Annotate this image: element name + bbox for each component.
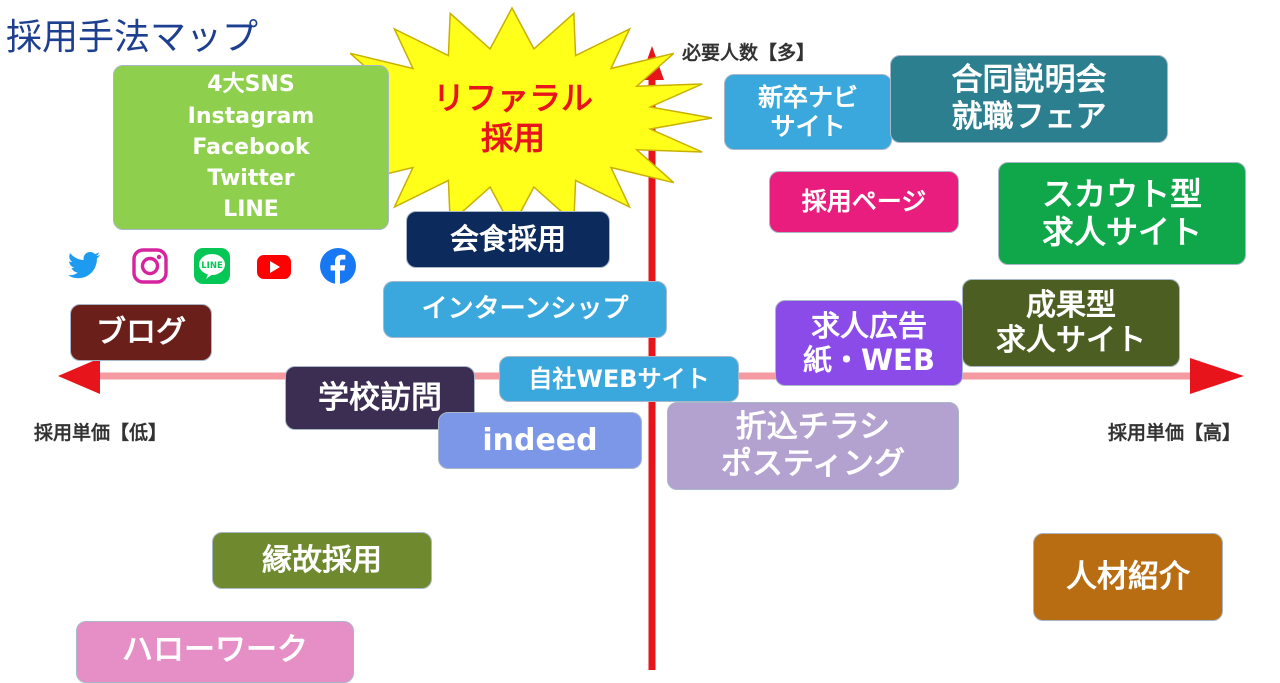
orikomi-line: 折込チラシ — [735, 409, 891, 446]
right-arrow-head — [1190, 358, 1244, 394]
seika-line: 成果型 — [1026, 287, 1116, 323]
internship-box: インターンシップ — [383, 281, 667, 338]
scout-box: スカウト型 求人サイト — [998, 162, 1246, 265]
y-axis-top-label: 必要人数【多】 — [682, 42, 816, 64]
indeed-label: indeed — [482, 422, 598, 458]
internship-label: インターンシップ — [421, 294, 629, 325]
saiyo-page-label: 採用ページ — [801, 187, 927, 217]
blog-label: ブログ — [96, 314, 186, 350]
instagram-icon — [132, 248, 168, 284]
referral-burst-line1: リファラル — [432, 79, 593, 117]
jisha-web-label: 自社WEBサイト — [528, 364, 710, 393]
sns-line: Instagram — [187, 103, 315, 129]
scout-line: スカウト型 — [1041, 174, 1202, 213]
sns-box: 4大SNS Instagram Facebook Twitter LINE — [113, 65, 389, 230]
x-axis-left-label: 採用単価【低】 — [34, 422, 168, 444]
sns-line: Facebook — [192, 134, 310, 160]
saiyo-page-box: 採用ページ — [769, 171, 959, 233]
enko-box: 縁故採用 — [212, 532, 432, 589]
orikomi-box: 折込チラシ ポスティング — [667, 402, 959, 490]
enko-label: 縁故採用 — [262, 542, 382, 578]
referral-burst-line2: 採用 — [480, 119, 545, 157]
youtube-icon — [257, 255, 291, 279]
blog-box: ブログ — [70, 304, 212, 361]
godo-line: 合同説明会 — [951, 62, 1107, 99]
facebook-icon — [320, 248, 356, 284]
shinsotsu-line: サイト — [770, 112, 846, 141]
hello-work-label: ハローワーク — [122, 632, 308, 668]
indeed-box: indeed — [438, 412, 642, 469]
kyujin-koukoku-line: 求人広告 — [810, 308, 927, 343]
kyujin-koukoku-box: 求人広告 紙・WEB — [775, 300, 963, 386]
x-axis-right-label: 採用単価【高】 — [1108, 422, 1242, 444]
jisha-web-box: 自社WEBサイト — [499, 356, 739, 402]
jinzai-label: 人材紹介 — [1066, 558, 1190, 595]
scout-line: 求人サイト — [1041, 212, 1202, 251]
kyujin-koukoku-line: 紙・WEB — [803, 343, 935, 377]
shinsotsu-box: 新卒ナビ サイト — [724, 74, 892, 150]
godo-line: 就職フェア — [951, 99, 1107, 135]
gakko-label: 学校訪問 — [318, 379, 442, 416]
sns-line: 4大SNS — [207, 72, 295, 98]
seika-box: 成果型 求人サイト — [962, 279, 1180, 367]
sns-line: Twitter — [207, 166, 295, 192]
godo-box: 合同説明会 就職フェア — [890, 55, 1168, 143]
referral-burst-label: リファラル 採用 — [400, 78, 626, 158]
hello-work-box: ハローワーク — [76, 621, 354, 683]
shinsotsu-line: 新卒ナビ — [757, 82, 858, 112]
sns-line: LINE — [223, 197, 279, 223]
jinzai-box: 人材紹介 — [1033, 533, 1223, 621]
kaishoku-box: 会食採用 — [406, 211, 610, 268]
line-icon-text: LINE — [201, 261, 223, 271]
page-title: 採用手法マップ — [6, 17, 259, 58]
left-arrow-head — [58, 358, 100, 394]
orikomi-line: ポスティング — [720, 446, 906, 482]
twitter-icon — [68, 252, 100, 279]
seika-line: 求人サイト — [996, 323, 1146, 358]
line-icon: LINE — [194, 248, 230, 284]
kaishoku-label: 会食採用 — [449, 222, 566, 257]
